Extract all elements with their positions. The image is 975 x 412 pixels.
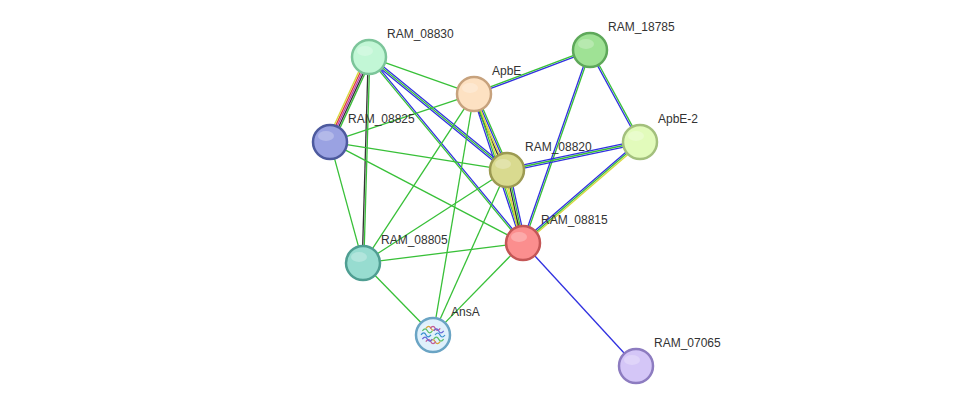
interaction-edge xyxy=(334,158,358,246)
interaction-edge xyxy=(597,65,632,128)
evidence-line xyxy=(375,275,421,323)
protein-node: ApbE xyxy=(456,76,492,112)
evidence-line xyxy=(334,158,358,246)
node-circle xyxy=(618,348,654,384)
node-label: RAM_18785 xyxy=(608,20,675,34)
evidence-line xyxy=(346,99,458,136)
interaction-edge xyxy=(436,111,471,318)
evidence-line xyxy=(347,145,490,168)
node-label: RAM_08830 xyxy=(387,27,454,41)
protein-node: RAM_07065 xyxy=(618,348,654,384)
evidence-line xyxy=(385,63,458,89)
protein-node: RAM_08825 xyxy=(312,124,348,160)
evidence-line xyxy=(508,187,517,227)
node-label: ApbE-2 xyxy=(658,112,698,126)
interaction-edge xyxy=(375,275,421,323)
node-label: RAM_08815 xyxy=(541,213,608,227)
evidence-line xyxy=(445,255,511,323)
protein-node: RAM_08815 xyxy=(505,225,541,261)
evidence-line xyxy=(535,256,625,354)
evidence-line xyxy=(380,245,506,261)
node-label: AnsA xyxy=(451,305,480,319)
evidence-line xyxy=(537,154,628,233)
node-circle xyxy=(505,225,541,261)
node-circle xyxy=(345,245,381,281)
protein-node: ApbE-2 xyxy=(622,124,658,160)
node-circle xyxy=(415,317,451,353)
node-circle xyxy=(312,124,348,160)
evidence-line xyxy=(379,71,511,231)
protein-node: RAM_08830 xyxy=(351,39,387,75)
evidence-line xyxy=(510,187,519,227)
interaction-edge xyxy=(490,55,575,88)
evidence-line xyxy=(536,153,627,232)
evidence-line xyxy=(490,55,574,87)
interaction-edge xyxy=(377,179,492,254)
interaction-edge xyxy=(445,255,511,323)
node-circle xyxy=(351,39,387,75)
interaction-edge xyxy=(535,256,625,354)
node-label: RAM_08825 xyxy=(348,112,415,126)
evidence-line xyxy=(490,57,574,89)
evidence-line xyxy=(377,179,492,254)
node-label: RAM_08820 xyxy=(525,140,592,154)
protein-node: RAM_18785 xyxy=(572,32,608,68)
interaction-edge xyxy=(347,145,490,168)
interaction-edge xyxy=(535,152,628,233)
interaction-edge xyxy=(385,63,458,89)
evidence-line xyxy=(535,152,626,231)
node-label: RAM_07065 xyxy=(654,336,721,350)
node-circle xyxy=(622,124,658,160)
protein-node: RAM_08820 xyxy=(489,152,525,188)
interaction-edge xyxy=(346,99,458,136)
interaction-edge xyxy=(508,186,521,227)
evidence-line xyxy=(436,111,471,318)
node-label: ApbE xyxy=(492,64,521,78)
node-label: RAM_08805 xyxy=(381,233,448,247)
interaction-edge xyxy=(380,245,506,261)
evidence-line xyxy=(599,65,633,127)
node-circle xyxy=(456,76,492,112)
evidence-line xyxy=(597,65,631,127)
protein-node: AnsA xyxy=(415,317,451,353)
protein-node: RAM_08805 xyxy=(345,245,381,281)
node-circle xyxy=(489,152,525,188)
node-circle xyxy=(572,32,608,68)
